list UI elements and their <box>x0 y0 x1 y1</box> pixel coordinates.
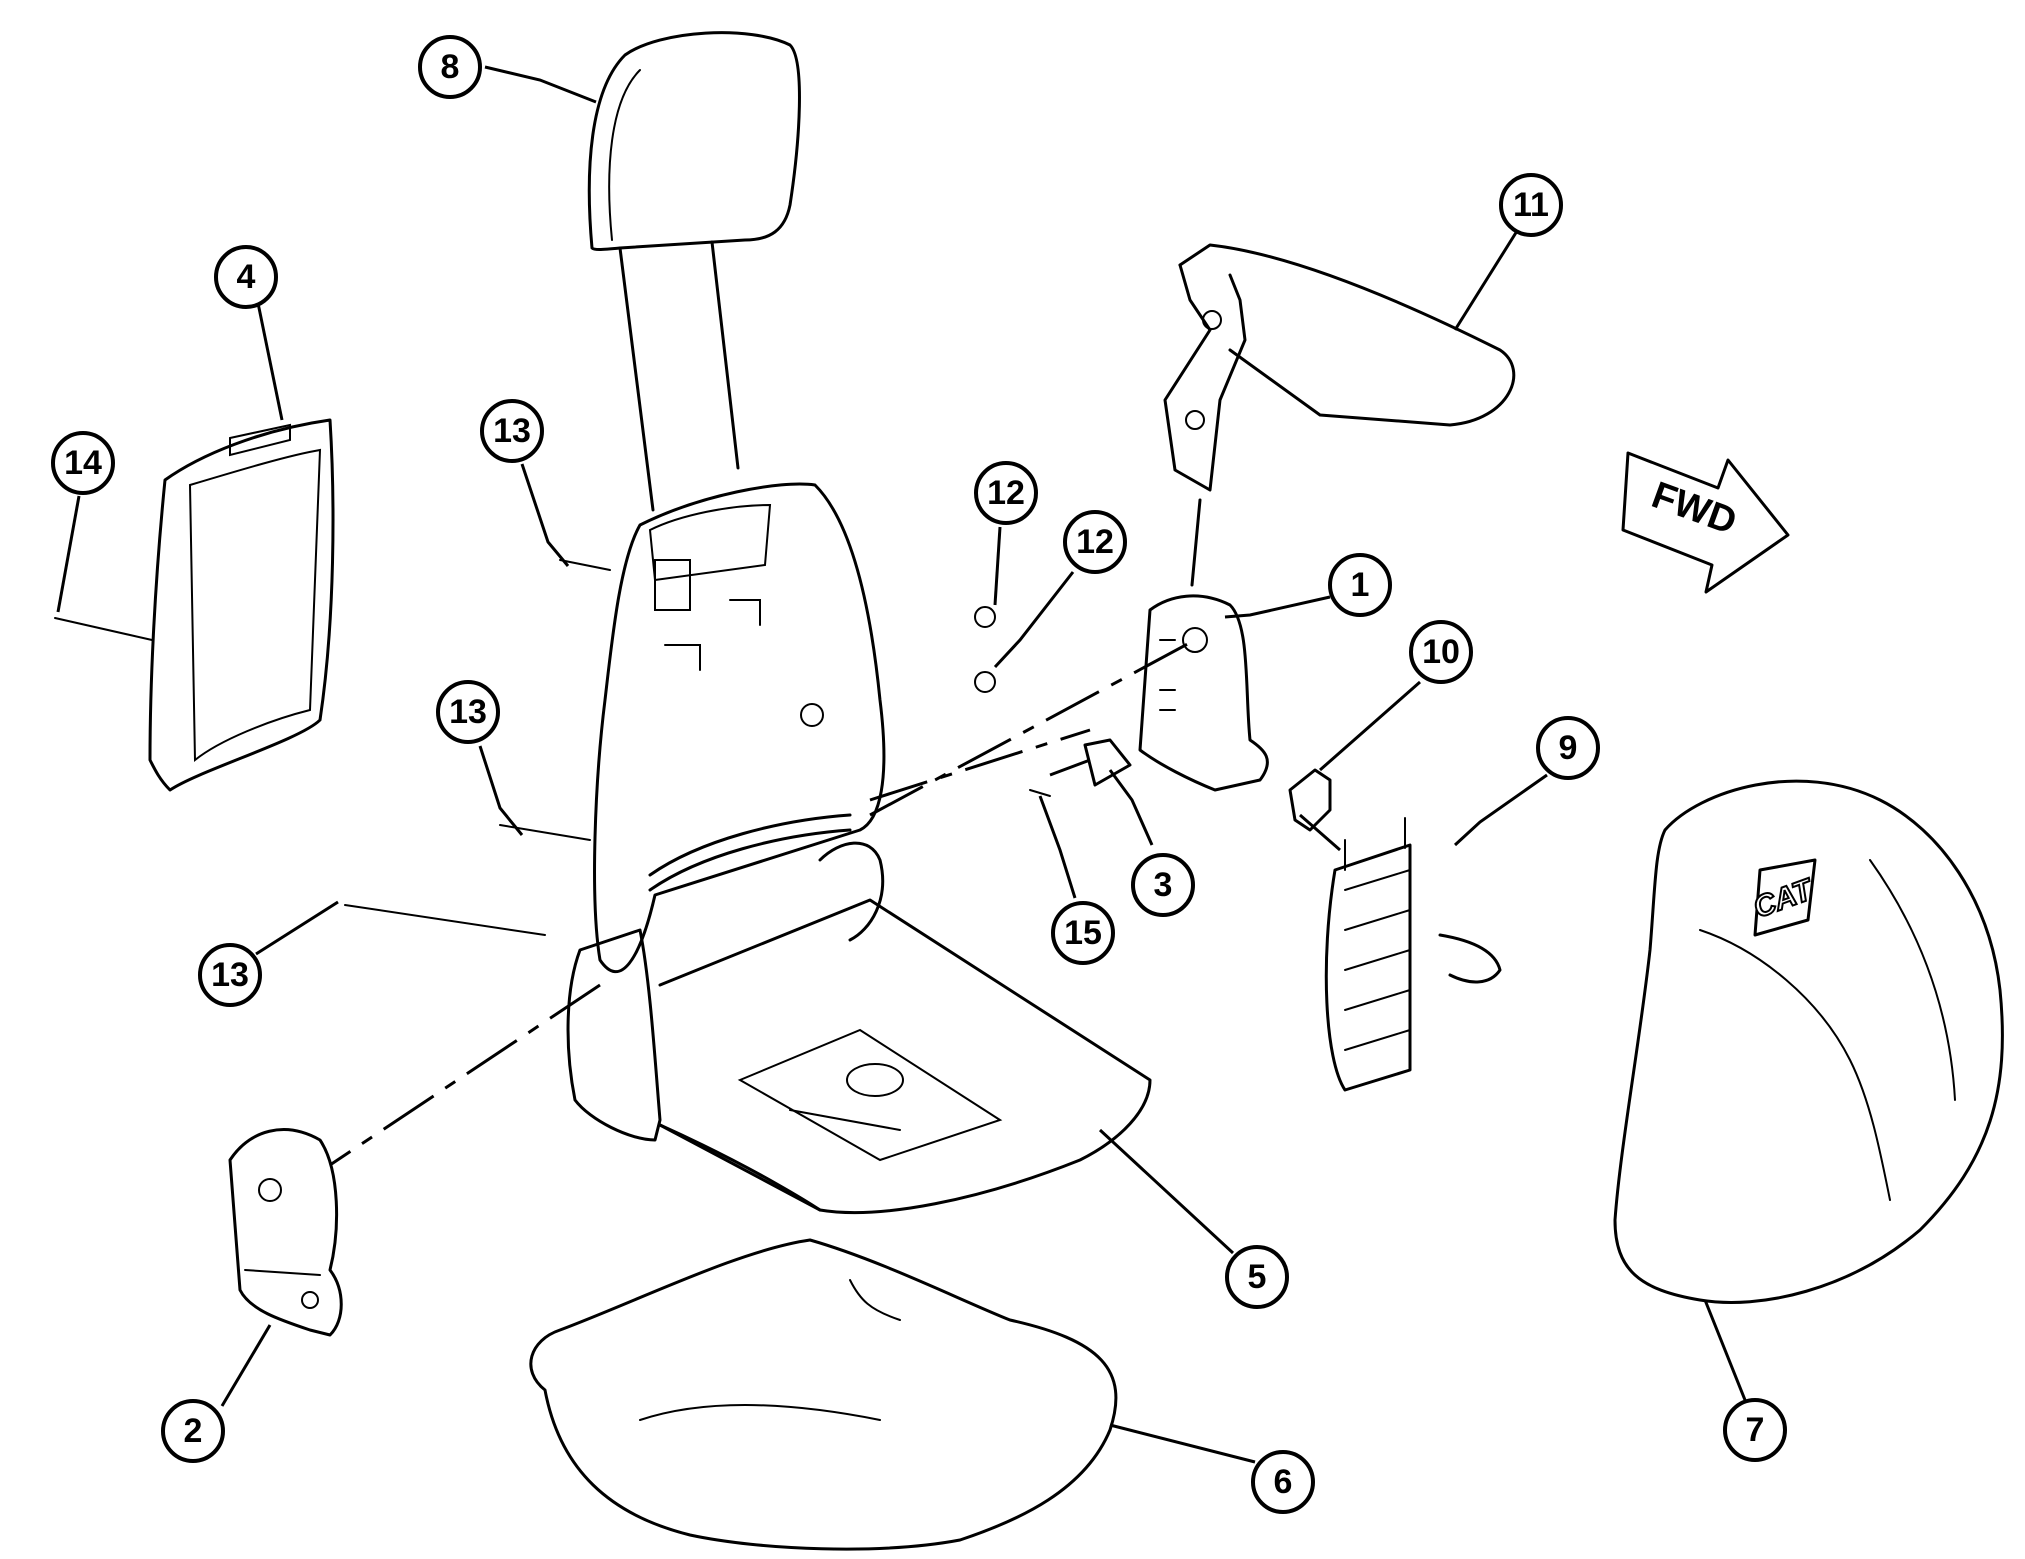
leader-lines <box>56 65 1747 1464</box>
callout-13c: 13 <box>198 943 262 1007</box>
back-panel-part <box>148 418 335 792</box>
fwd-label: FWD <box>1646 474 1742 543</box>
svg-text:10: 10 <box>1422 633 1460 671</box>
callout-13a: 13 <box>480 399 544 463</box>
armrest-part <box>1163 243 1516 587</box>
fwd-direction-arrow: FWD <box>1621 451 1790 594</box>
callout-14: 14 <box>51 431 115 495</box>
seat-back-frame <box>593 482 886 974</box>
callout-15: 15 <box>1051 901 1115 965</box>
callout-4: 4 <box>214 245 278 309</box>
svg-text:7: 7 <box>1746 1411 1765 1449</box>
callout-12b: 12 <box>1063 510 1127 574</box>
svg-text:13: 13 <box>449 693 487 731</box>
callout-3: 3 <box>1131 853 1195 917</box>
svg-text:9: 9 <box>1559 729 1578 767</box>
callout-7: 7 <box>1723 1398 1787 1462</box>
seat-back-cushion-part <box>1613 779 2004 1304</box>
bracket-part-1 <box>1138 594 1269 792</box>
callout-5: 5 <box>1225 1245 1289 1309</box>
headrest-part <box>587 31 801 512</box>
svg-text:13: 13 <box>211 956 249 994</box>
callout-1: 1 <box>1328 553 1392 617</box>
assembly-lines <box>329 638 1341 1167</box>
callout-10: 10 <box>1409 620 1473 684</box>
seat-cushion-part <box>529 1238 1118 1551</box>
callout-9: 9 <box>1536 716 1600 780</box>
svg-text:2: 2 <box>184 1412 203 1450</box>
seat-base-frame <box>566 841 1152 1215</box>
callout-13b: 13 <box>436 680 500 744</box>
svg-text:13: 13 <box>493 412 531 450</box>
svg-text:12: 12 <box>987 474 1025 512</box>
svg-text:5: 5 <box>1248 1258 1267 1296</box>
svg-text:4: 4 <box>237 258 256 296</box>
svg-text:3: 3 <box>1154 866 1173 904</box>
bracket-part-2 <box>228 1128 343 1337</box>
svg-text:14: 14 <box>64 444 102 482</box>
svg-text:8: 8 <box>441 48 460 86</box>
fasteners <box>54 559 1051 936</box>
callout-2: 2 <box>161 1399 225 1463</box>
lumbar-support-part <box>1324 817 1502 1092</box>
svg-text:12: 12 <box>1076 523 1114 561</box>
callout-8: 8 <box>418 35 482 99</box>
bracket-part-3 <box>1083 738 1132 787</box>
callout-11: 11 <box>1499 173 1563 237</box>
callout-6: 6 <box>1251 1450 1315 1514</box>
svg-text:15: 15 <box>1064 914 1102 952</box>
svg-text:6: 6 <box>1274 1463 1293 1501</box>
callout-12a: 12 <box>974 461 1038 525</box>
svg-text:1: 1 <box>1351 566 1370 604</box>
knob-part <box>1288 768 1332 832</box>
svg-text:11: 11 <box>1513 186 1549 224</box>
